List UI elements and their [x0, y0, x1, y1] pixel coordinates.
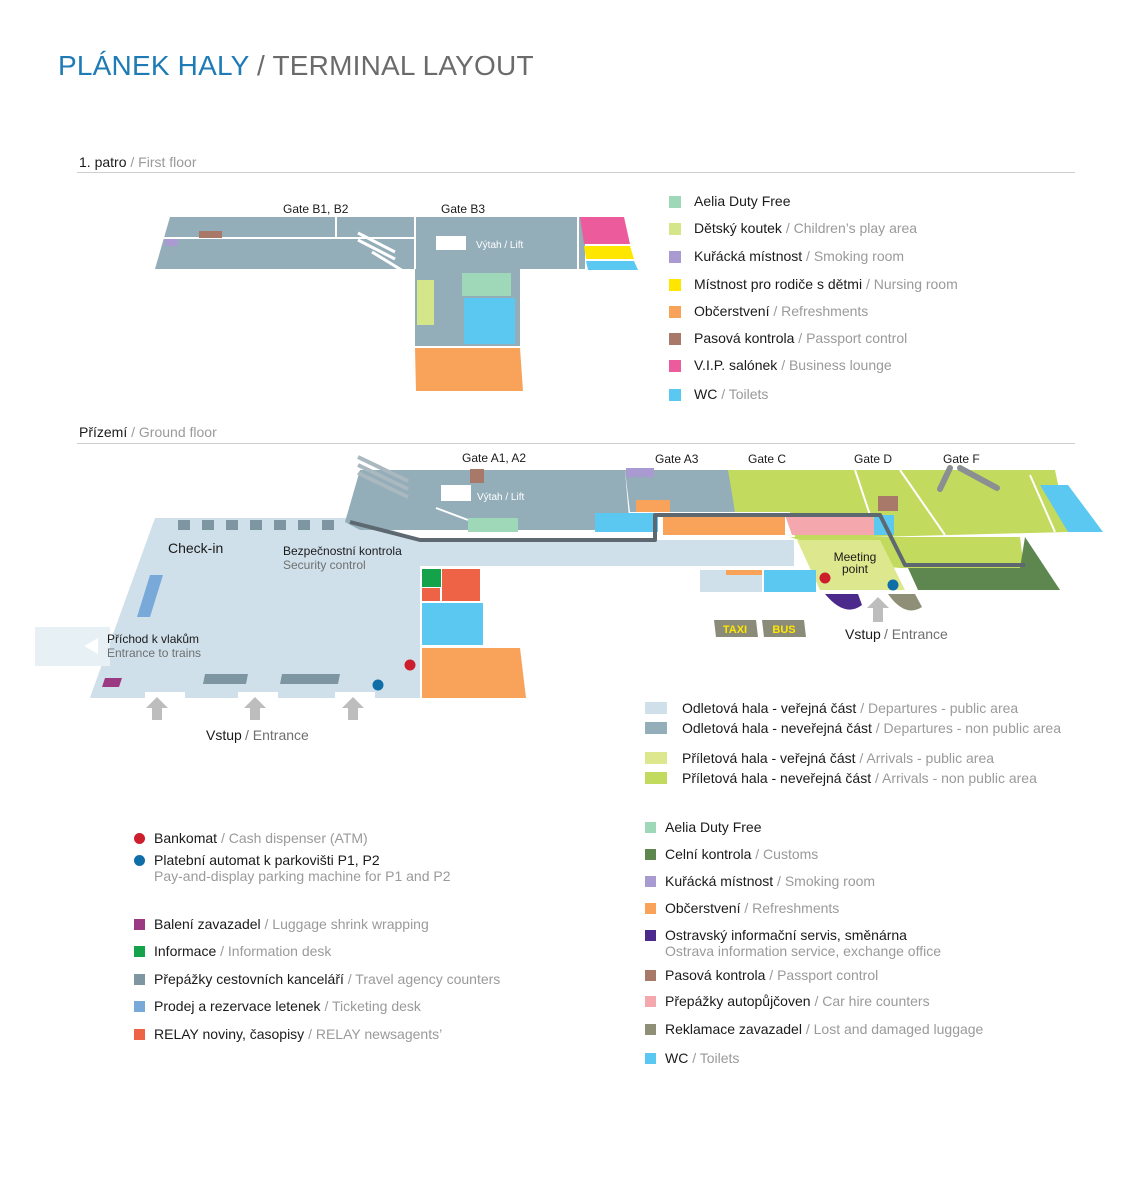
parking-machine-icon	[134, 855, 145, 866]
travel-agency-counter-2	[280, 674, 340, 684]
check-in-counters	[178, 520, 334, 530]
ground-floor-lift	[441, 485, 471, 501]
label-entrance-bottom-en: / Entrance	[245, 727, 309, 743]
label-first-floor-lift: Výtah / Lift	[476, 240, 523, 251]
ground-passport-control	[470, 469, 484, 483]
ticketing-desk	[137, 575, 163, 617]
ground-floor-escalator	[357, 455, 409, 499]
label-gate-c: Gate C	[748, 452, 786, 466]
first-floor-heading: 1. patro / First floor	[79, 154, 197, 170]
first-floor-divider	[77, 172, 1075, 173]
ground-floor-heading-en: / Ground floor	[131, 424, 217, 440]
label-ground-lift: Výtah / Lift	[477, 492, 524, 503]
first-floor-heading-en: / First floor	[130, 154, 197, 170]
label-security-en: Security control	[283, 558, 366, 572]
ground-floor-divider	[77, 443, 1075, 444]
ostrava-info-service	[825, 594, 862, 610]
label-trains-cz: Příchod k vlakům	[107, 632, 199, 646]
first-floor-wc	[464, 298, 515, 344]
customs-area	[908, 537, 1060, 590]
atm-marker-hall	[404, 659, 416, 671]
ground-floor-heading: Přízemí / Ground floor	[79, 424, 217, 440]
label-gate-f: Gate F	[943, 452, 980, 466]
page-title: PLÁNEK HALY / TERMINAL LAYOUT	[58, 50, 534, 82]
ground-wc-gates	[595, 513, 658, 532]
ground-wc-entrance	[764, 570, 816, 592]
ground-wc-shops	[422, 603, 483, 645]
departures-gate-a-area	[345, 470, 630, 530]
label-entrance-right-cz: Vstup	[845, 626, 881, 642]
lost-luggage	[888, 594, 922, 611]
bus-sign	[762, 620, 806, 637]
relay-newsagents-2	[422, 588, 440, 601]
information-desk	[422, 569, 441, 587]
entrance-arrows	[146, 597, 889, 720]
ground-floor-heading-cz: Přízemí	[79, 424, 128, 440]
departures-public-hall	[90, 518, 794, 698]
first-floor-lift	[436, 236, 466, 250]
parking-machine-marker-hall	[372, 679, 384, 691]
ground-floor-plan	[35, 455, 1103, 720]
label-entrance-bottom-cz: Vstup	[206, 727, 242, 743]
first-floor-smoking-room	[165, 239, 178, 246]
first-floor-corridor	[155, 217, 585, 269]
label-taxi: TAXI	[723, 624, 747, 636]
label-entrance-right-en: / Entrance	[884, 626, 948, 642]
first-floor-refreshments	[415, 348, 523, 391]
title-cz: PLÁNEK HALY	[58, 50, 250, 81]
first-floor-play-area	[417, 280, 434, 325]
label-bus: BUS	[772, 624, 795, 636]
ground-small-refreshments	[726, 570, 762, 575]
first-floor-plan	[155, 217, 638, 391]
ground-wc-gate-f	[1040, 485, 1103, 532]
ground-gate-a3-refreshments	[636, 500, 670, 512]
label-security-cz: Bezpečnostní kontrola	[283, 544, 402, 558]
label-check-in: Check-in	[168, 540, 223, 556]
ground-refreshments-main	[422, 648, 526, 698]
label-trains-en: Entrance to trains	[107, 646, 201, 660]
luggage-shrink-wrapping	[102, 678, 122, 687]
first-floor-escalator	[357, 231, 409, 276]
ground-passport-control-arrivals	[878, 496, 898, 511]
first-floor-duty-free	[462, 273, 511, 296]
label-meeting-2: point	[842, 562, 869, 576]
label-gate-b3: Gate B3	[441, 202, 485, 216]
first-floor-heading-cz: 1. patro	[79, 154, 127, 170]
first-floor-wc-right	[586, 261, 638, 270]
first-floor-passport-control	[199, 231, 222, 238]
label-gate-a12: Gate A1, A2	[462, 451, 526, 465]
atm-icon	[134, 833, 145, 844]
car-hire-counters	[785, 515, 878, 535]
ground-refreshments-band	[663, 515, 785, 535]
parking-machine-marker-arrivals	[887, 579, 899, 591]
title-en: / TERMINAL LAYOUT	[257, 50, 534, 81]
ground-public-strip	[700, 570, 762, 592]
atm-marker-arrivals	[819, 572, 831, 584]
ground-smoking-room	[626, 468, 654, 477]
relay-newsagents	[442, 569, 480, 601]
first-floor-vip-lounge	[580, 217, 630, 244]
airside-boundary	[349, 513, 1025, 567]
travel-agency-counter-1	[203, 674, 248, 684]
label-gate-a3: Gate A3	[655, 452, 699, 466]
first-floor-nursing-room	[584, 246, 634, 259]
label-gate-b12: Gate B1, B2	[283, 202, 349, 216]
taxi-sign	[714, 620, 758, 637]
label-meeting-1: Meeting	[834, 550, 877, 564]
train-entrance-band	[35, 627, 110, 666]
ground-duty-free	[468, 518, 518, 532]
train-arrow-icon	[84, 638, 98, 654]
label-gate-d: Gate D	[854, 452, 892, 466]
